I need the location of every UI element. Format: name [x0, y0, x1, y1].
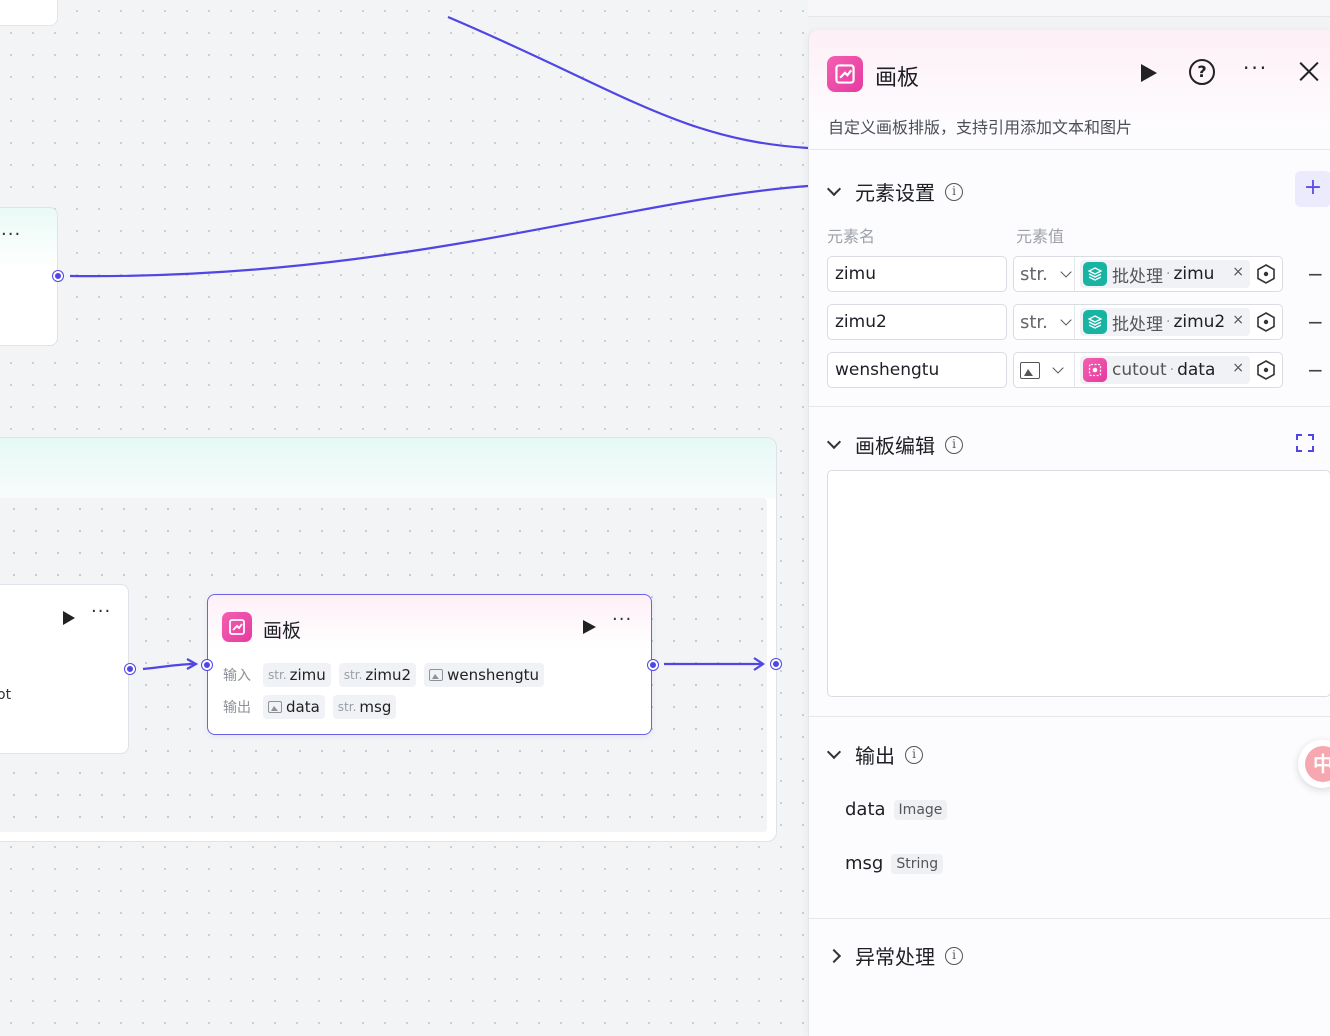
- input-chip: str.zimu2: [338, 663, 417, 687]
- element-name-input[interactable]: wenshengtu: [827, 352, 1007, 388]
- node-fragment-batch[interactable]: ··· ot: [0, 584, 129, 754]
- section-title: 画板编辑: [855, 434, 935, 458]
- input-chip: wenshengtu: [424, 663, 545, 687]
- output-chip: str.msg: [332, 695, 397, 719]
- info-icon[interactable]: i: [945, 182, 963, 201]
- expand-icon[interactable]: [1295, 433, 1315, 453]
- element-value-field[interactable]: str. 批处理·zimu ×: [1013, 256, 1283, 292]
- node-inputs-row: 输入 str.zimu str.zimu2 wenshengtu: [223, 663, 545, 687]
- type-select[interactable]: [1014, 353, 1075, 387]
- element-name-input[interactable]: zimu: [827, 256, 1007, 292]
- panel-description: 自定义画板排版，支持引用添加文本和图片: [828, 118, 1133, 137]
- remove-element-icon[interactable]: −: [1307, 262, 1324, 286]
- column-header-name: 元素名: [827, 227, 876, 246]
- element-value-field[interactable]: str. 批处理·zimu2 ×: [1013, 304, 1283, 340]
- more-icon[interactable]: ···: [91, 601, 112, 622]
- element-name-input[interactable]: zimu2: [827, 304, 1007, 340]
- node-fragment-left[interactable]: ···: [0, 207, 58, 346]
- image-type-icon: [1020, 361, 1040, 379]
- error-handling-section: 异常处理 i: [809, 919, 1330, 1036]
- output-section-header[interactable]: 输出 i: [826, 740, 923, 769]
- inputs-label: 输入: [223, 668, 251, 684]
- chevron-down-icon: [1052, 361, 1064, 374]
- run-icon[interactable]: [1141, 64, 1157, 82]
- node-title: 画板: [263, 620, 302, 642]
- panel-title: 画板: [875, 66, 920, 91]
- add-element-button[interactable]: +: [1295, 171, 1330, 207]
- remove-element-icon[interactable]: −: [1307, 358, 1324, 382]
- chevron-right-icon[interactable]: [826, 948, 842, 963]
- input-chip: str.zimu: [263, 663, 331, 687]
- reference-tag[interactable]: cutout·data ×: [1080, 356, 1250, 384]
- close-icon[interactable]: [1298, 60, 1320, 82]
- input-handle[interactable]: [202, 660, 212, 670]
- chevron-down-icon[interactable]: [826, 434, 842, 450]
- batch-icon: [1083, 310, 1107, 334]
- variable-bind-icon[interactable]: [1256, 312, 1276, 332]
- more-icon[interactable]: ···: [1243, 56, 1269, 80]
- info-icon[interactable]: i: [905, 745, 923, 764]
- play-icon[interactable]: [583, 620, 596, 634]
- column-header-value: 元素值: [1016, 227, 1065, 246]
- canvas-editor-area[interactable]: [827, 470, 1330, 697]
- output-section: 输出 i data Image msg String: [809, 717, 1330, 919]
- node-fragment-text: ot: [0, 687, 12, 703]
- canvas-edit-section: 画板编辑 i: [809, 407, 1330, 717]
- remove-element-icon[interactable]: −: [1307, 310, 1324, 334]
- chevron-down-icon: [1060, 313, 1072, 326]
- node-outputs-row: 输出 data str.msg: [223, 695, 397, 719]
- remove-reference-icon[interactable]: ×: [1232, 312, 1244, 328]
- node-settings-panel: 画板 ? ··· 自定义画板排版，支持引用添加文本和图片 元素设置 i + 元素…: [808, 30, 1330, 1036]
- panel-header: 画板 ? ··· 自定义画板排版，支持引用添加文本和图片: [809, 30, 1330, 150]
- info-icon[interactable]: i: [945, 946, 963, 965]
- output-type-badge: Image: [893, 799, 948, 820]
- image-type-icon: [429, 669, 444, 681]
- group-output-handle[interactable]: [771, 659, 781, 669]
- elements-section-header[interactable]: 元素设置 i: [826, 177, 963, 206]
- node-fragment-top[interactable]: [0, 0, 58, 26]
- section-title: 输出: [855, 744, 895, 768]
- more-icon[interactable]: ···: [612, 609, 633, 630]
- outputs-label: 输出: [223, 700, 251, 716]
- image-type-icon: [268, 701, 282, 713]
- variable-bind-icon[interactable]: [1256, 264, 1276, 284]
- remove-reference-icon[interactable]: ×: [1232, 360, 1244, 376]
- output-handle[interactable]: [53, 271, 63, 281]
- element-value-field[interactable]: cutout·data ×: [1013, 352, 1283, 388]
- chevron-down-icon: [1060, 265, 1072, 278]
- section-title: 元素设置: [855, 181, 935, 205]
- play-icon[interactable]: [63, 611, 75, 625]
- reference-tag[interactable]: 批处理·zimu2 ×: [1080, 308, 1250, 336]
- output-handle[interactable]: [648, 660, 658, 670]
- variable-bind-icon[interactable]: [1256, 360, 1276, 380]
- elements-section: 元素设置 i + 元素名 元素值 zimu str. 批处理·zimu × − …: [809, 151, 1330, 407]
- workflow-canvas[interactable]: ··· ··· ot 画板 ··· 输入 str.zimu str.zimu2 …: [0, 0, 808, 1036]
- batch-icon: [1083, 262, 1107, 286]
- chevron-down-icon[interactable]: [826, 744, 842, 760]
- output-handle[interactable]: [125, 664, 135, 674]
- type-select[interactable]: str.: [1014, 257, 1075, 291]
- type-select[interactable]: str.: [1014, 305, 1075, 339]
- help-icon[interactable]: ?: [1189, 59, 1215, 85]
- reference-tag[interactable]: 批处理·zimu ×: [1080, 260, 1250, 288]
- output-chip: data: [263, 695, 325, 719]
- canvas-node-icon: [222, 612, 252, 642]
- more-icon[interactable]: ···: [1, 224, 22, 245]
- floating-assistant-button[interactable]: 中: [1298, 740, 1330, 788]
- canvas-node[interactable]: 画板 ··· 输入 str.zimu str.zimu2 wenshengtu …: [207, 594, 652, 735]
- canvas-node-icon: [827, 56, 863, 92]
- section-title: 异常处理: [855, 945, 935, 969]
- output-item: data Image: [845, 799, 948, 820]
- remove-reference-icon[interactable]: ×: [1232, 264, 1244, 280]
- info-icon[interactable]: i: [945, 435, 963, 454]
- canvas-edit-section-header[interactable]: 画板编辑 i: [826, 430, 963, 459]
- output-item: msg String: [845, 853, 944, 874]
- output-type-badge: String: [891, 853, 944, 874]
- error-handling-section-header[interactable]: 异常处理 i: [826, 941, 963, 970]
- chevron-down-icon[interactable]: [826, 181, 842, 197]
- cutout-icon: [1083, 358, 1107, 382]
